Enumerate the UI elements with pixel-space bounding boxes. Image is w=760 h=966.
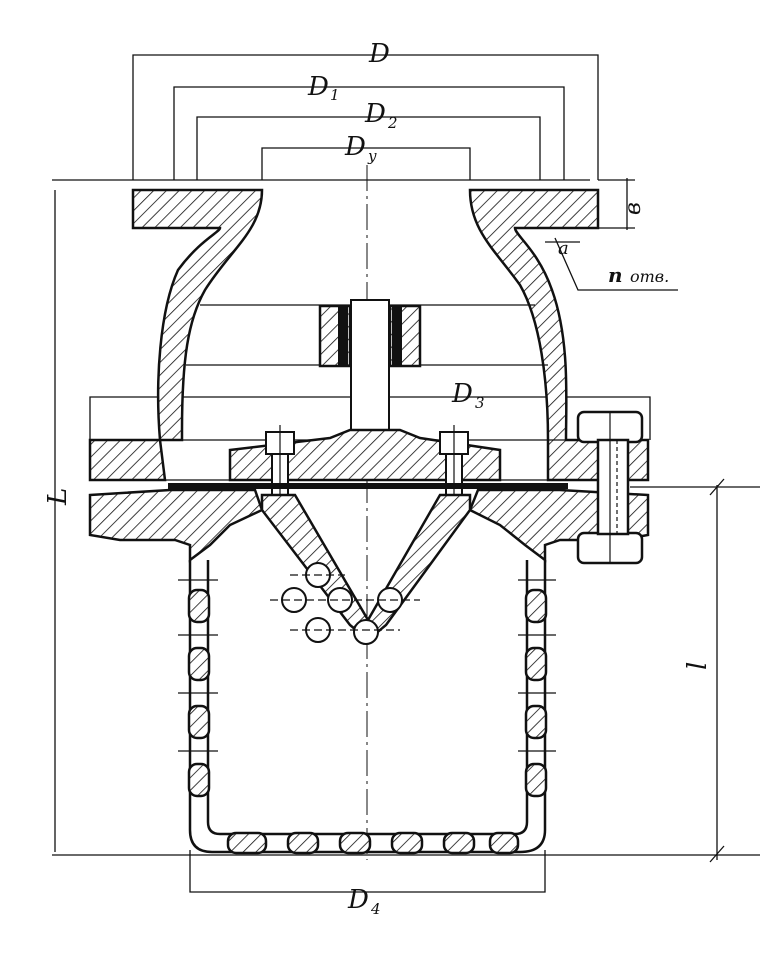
- upper-body: [88, 188, 650, 482]
- lower-flange: [88, 483, 650, 563]
- seat-cone: [260, 493, 472, 643]
- label-b: в: [621, 202, 646, 215]
- label-D3: D: [451, 379, 473, 409]
- valve-disc: [228, 425, 502, 515]
- strainer-slots-bottom: [226, 831, 520, 855]
- label-n-holes: n: [608, 263, 623, 287]
- label-D2: D: [364, 99, 386, 129]
- strainer-basket: [178, 560, 556, 855]
- label-D4: D: [347, 885, 369, 915]
- flange-bolt: [576, 410, 644, 565]
- label-Dy-sub: у: [367, 147, 377, 165]
- label-a: a: [558, 238, 569, 259]
- perforation-holes: [270, 562, 420, 645]
- label-D1-sub: 1: [330, 86, 340, 104]
- label-D: D: [368, 39, 390, 69]
- label-L: L: [43, 488, 73, 506]
- label-Dy: D: [344, 132, 366, 162]
- label-D2-sub: 2: [387, 114, 398, 132]
- label-D3-sub: 3: [475, 394, 485, 412]
- label-l: l: [683, 662, 713, 670]
- label-n-holes-suffix: отв.: [630, 267, 669, 286]
- strainer-slots-right: [524, 588, 548, 798]
- label-D4-sub: 4: [370, 900, 381, 918]
- valve-stem: [318, 299, 422, 433]
- strainer-slots-left: [187, 588, 211, 798]
- label-D1: D: [307, 72, 329, 102]
- dimension-labels: D D 1 D 2 D у D 3 D 4 в a n отв. L l: [43, 39, 713, 918]
